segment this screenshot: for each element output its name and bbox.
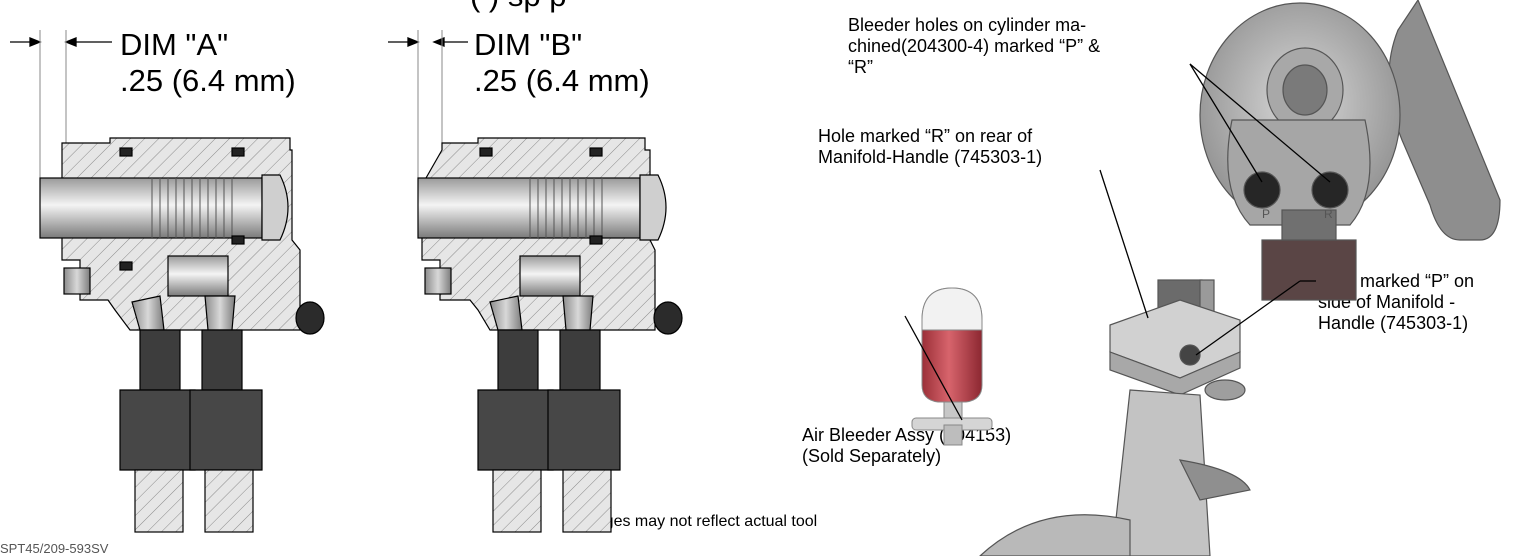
- top-title-fragment: ( ) sp p: [470, 0, 566, 14]
- leader-lines: [904, 63, 1331, 421]
- port-label-r: R: [1324, 207, 1333, 221]
- dim-a-value: .25 (6.4 mm): [120, 63, 296, 98]
- manifold-handle: [979, 279, 1251, 556]
- air-bleeder-bottle: [911, 287, 993, 446]
- bleeder-holes-callout: Bleeder holes on cylinder ma- chined(204…: [848, 15, 1101, 77]
- port-label-p: P: [1262, 207, 1270, 221]
- dim-a-label: DIM "A": [120, 27, 229, 62]
- dim-a-arrows: [10, 30, 112, 190]
- middle-cross-section: [417, 137, 683, 533]
- left-cross-section: [39, 137, 325, 533]
- hole-r-callout: Hole marked “R” on rear of Manifold-Hand…: [818, 126, 1043, 167]
- dim-b-label: DIM "B": [474, 27, 583, 62]
- disclaimer-note: Images may not reflect actual tool: [578, 513, 818, 530]
- document-code: SPT45/209-593SV: [0, 541, 109, 556]
- dim-b-value: .25 (6.4 mm): [474, 63, 650, 98]
- cylinder-detail: [1199, 0, 1501, 301]
